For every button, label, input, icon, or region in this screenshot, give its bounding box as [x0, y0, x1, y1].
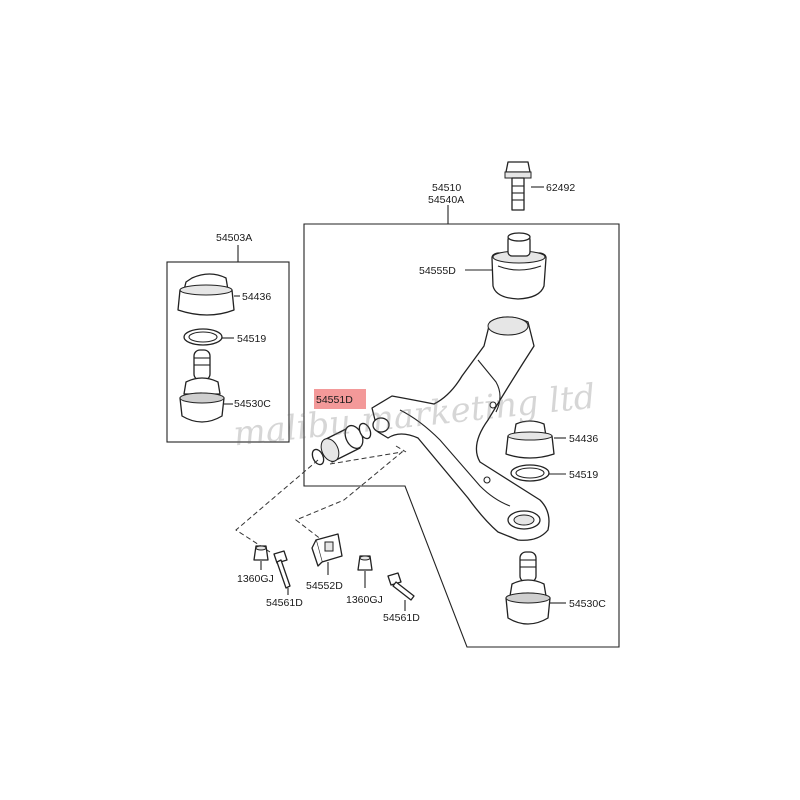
label-54519-right: 54519: [569, 469, 598, 481]
label-54540A: 54540A: [428, 194, 464, 206]
label-54519-left: 54519: [237, 333, 266, 345]
label-62492: 62492: [546, 182, 575, 194]
ball-joint-right-icon: [505, 551, 551, 625]
lower-control-arm-icon: [371, 316, 550, 541]
label-54551D: 54551D: [316, 394, 353, 406]
bolt-62492-icon: [504, 161, 532, 211]
label-54503A: 54503A: [216, 232, 252, 244]
highlight-54551D: [314, 389, 366, 409]
label-54530C-right: 54530C: [569, 598, 606, 610]
label-54555D: 54555D: [419, 265, 456, 277]
bolt-54561D-right-icon: [387, 572, 415, 601]
arm-box-54510: [303, 223, 620, 648]
ball-joint-left-icon: [179, 349, 225, 423]
label-1360GJ-right: 1360GJ: [346, 594, 383, 606]
nut-1360GJ-right-icon: [357, 555, 373, 571]
assembly-dashed-lines: [235, 445, 407, 553]
label-54530C-left: 54530C: [234, 398, 271, 410]
bushing-54551D-icon: [311, 422, 372, 466]
snap-ring-right-icon: [510, 464, 550, 482]
label-54510: 54510: [432, 182, 461, 194]
snap-ring-left-icon: [183, 328, 223, 346]
label-54552D: 54552D: [306, 580, 343, 592]
label-54561D-right: 54561D: [383, 612, 420, 624]
label-54436-left: 54436: [242, 291, 271, 303]
bushing-54555D-icon: [491, 232, 547, 300]
bracket-54552D-icon: [311, 533, 343, 567]
label-54561D-left: 54561D: [266, 597, 303, 609]
label-54436-right: 54436: [569, 433, 598, 445]
dust-boot-left-icon: [177, 273, 235, 316]
bolt-54561D-left-icon: [273, 550, 291, 589]
nut-1360GJ-left-icon: [253, 545, 269, 561]
kit-box-54503A: [166, 261, 290, 443]
dust-boot-right-icon: [505, 420, 555, 459]
label-1360GJ-left: 1360GJ: [237, 573, 274, 585]
